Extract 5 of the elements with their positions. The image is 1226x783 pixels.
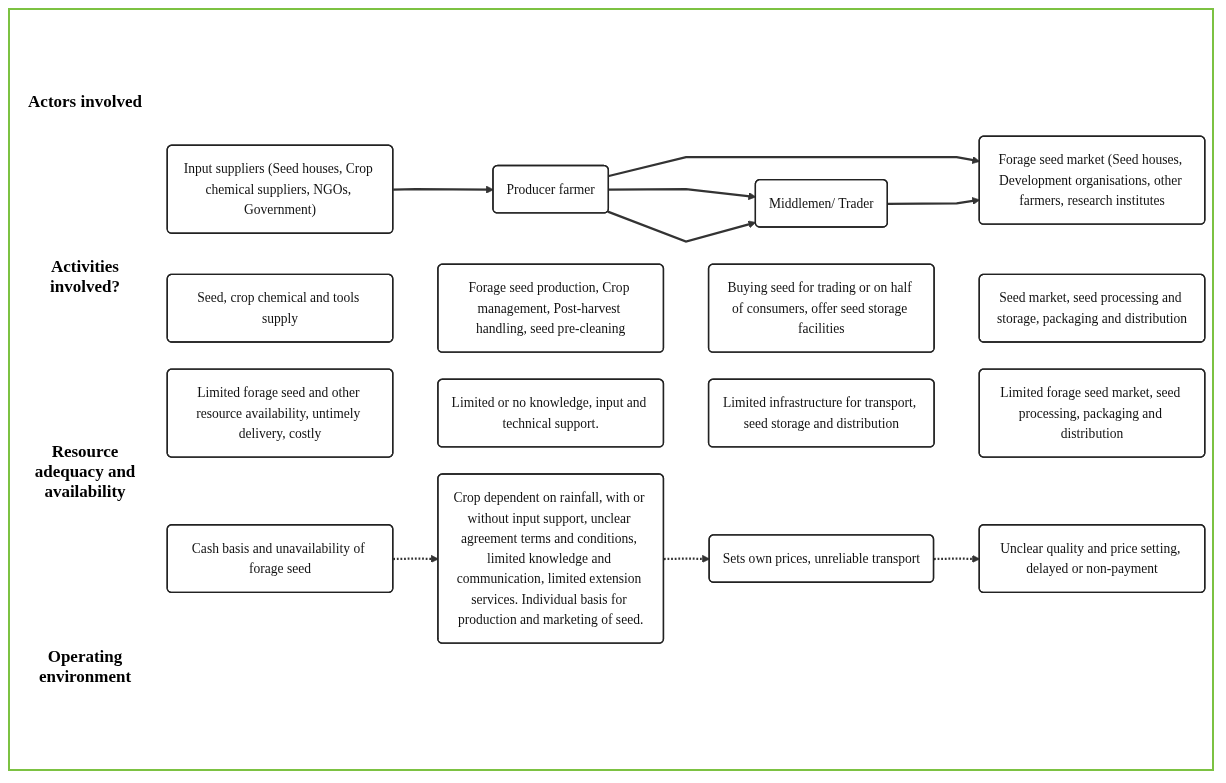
row-label: Activities involved?: [49, 257, 121, 298]
row-label: Resource adequacy and availability: [33, 441, 137, 502]
arrow: [607, 210, 757, 243]
row-label: Operating environment: [37, 646, 133, 687]
row-label: Actors involved: [27, 92, 143, 113]
